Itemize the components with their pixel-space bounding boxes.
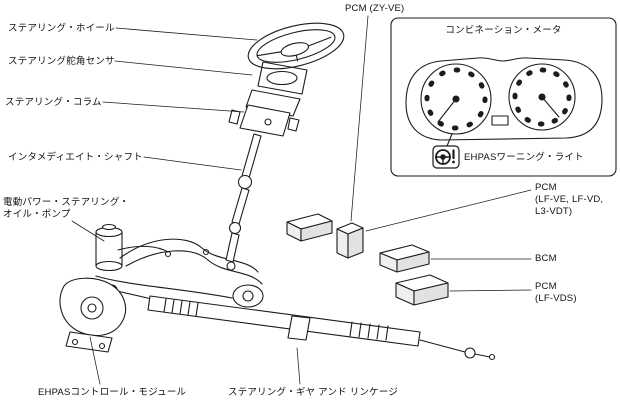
label-ehpas-control-module: EHPASコントロール・モジュール bbox=[38, 387, 187, 398]
label-pcm-lf: PCM (LF-VE, LF-VD, L3-VDT) bbox=[535, 182, 603, 218]
steering-wheel-exclamation-icon bbox=[432, 145, 460, 169]
right-gauge bbox=[508, 63, 576, 131]
label-steering-gear-linkage: ステアリング・ギヤ アンド リンケージ bbox=[228, 387, 399, 398]
label-pcm-lf-vds-line1: PCM bbox=[535, 281, 557, 292]
reservoir-cap bbox=[101, 223, 117, 231]
module-boxes-drawing bbox=[286, 213, 449, 306]
label-steering-wheel: ステアリング・ホイール bbox=[8, 23, 115, 34]
power-steering-hoses-drawing bbox=[95, 238, 263, 299]
pcm-lf-box bbox=[336, 222, 364, 259]
oil-pump-drawing bbox=[59, 223, 127, 353]
label-pcm-lf-vds-line2: (LF-VDS) bbox=[535, 293, 577, 304]
label-ehpas-warning-light: EHPASワーニング・ライト bbox=[464, 152, 584, 163]
label-steering-column: ステアリング・コラム bbox=[5, 97, 102, 108]
combination-meter-panel bbox=[390, 17, 617, 177]
steering-angle-sensor-ring bbox=[266, 70, 298, 86]
label-pcm-lf-vds: PCM (LF-VDS) bbox=[535, 281, 577, 305]
label-intermediate-shaft: インタメディエイト・シャフト bbox=[8, 152, 143, 163]
label-bcm: BCM bbox=[535, 253, 557, 264]
left-gauge bbox=[420, 63, 492, 135]
label-pcm-lf-line3: L3-VDT) bbox=[535, 206, 573, 217]
intermediate-shaft-drawing bbox=[225, 133, 262, 271]
label-eps-oil-pump-line2: オイル・ポンプ bbox=[3, 209, 71, 220]
label-pcm-zy-ve: PCM (ZY-VE) bbox=[345, 3, 405, 14]
steering-gear-drawing bbox=[106, 284, 496, 361]
steering-column-drawing bbox=[228, 61, 308, 137]
pcm-zy-ve-box bbox=[286, 213, 333, 242]
bcm-box bbox=[379, 244, 430, 273]
label-eps-oil-pump: 電動パワー・ステアリング・ オイル・ポンプ bbox=[3, 197, 129, 221]
leader-lines bbox=[71, 15, 532, 385]
label-eps-oil-pump-line1: 電動パワー・ステアリング・ bbox=[3, 197, 130, 208]
label-pcm-lf-line1: PCM bbox=[535, 182, 557, 193]
left-gauge-needle bbox=[437, 98, 457, 123]
odometer-window bbox=[491, 115, 509, 126]
right-gauge-needle bbox=[541, 96, 560, 118]
label-pcm-lf-line2: (LF-VE, LF-VD, bbox=[535, 194, 604, 205]
combination-meter-title: コンビネーション・メータ bbox=[445, 25, 562, 36]
pcm-lf-vds-box bbox=[395, 274, 449, 306]
label-steering-angle-sensor: ステアリング舵角センサ bbox=[8, 56, 115, 67]
steering-wheel-drawing bbox=[247, 22, 345, 70]
